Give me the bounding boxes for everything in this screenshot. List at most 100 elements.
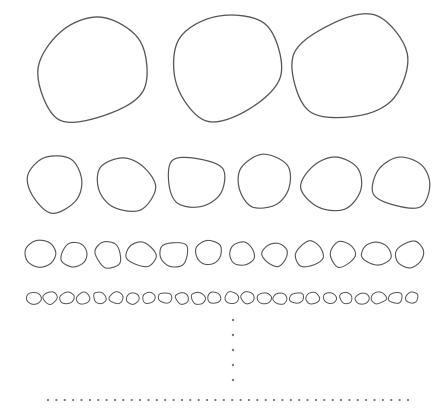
blob-shape	[306, 292, 320, 304]
ellipsis-dot	[214, 399, 216, 401]
ellipsis-dot	[248, 399, 250, 401]
blob-shape	[94, 292, 107, 303]
blob-shape	[355, 293, 369, 304]
ellipsis-dot	[256, 399, 258, 401]
ellipsis-dot	[156, 399, 158, 401]
ellipsis-dot	[281, 399, 283, 401]
ellipsis-dot	[407, 399, 409, 401]
ellipsis-dot	[122, 399, 124, 401]
blob-shape	[241, 292, 254, 304]
ellipsis-dot	[315, 399, 317, 401]
ellipsis-dot	[231, 399, 233, 401]
blob-shape	[191, 292, 205, 304]
ellipsis-dot	[232, 349, 234, 351]
blob-shape	[160, 243, 188, 267]
blob-shape	[43, 292, 57, 305]
vertical-ellipsis	[232, 319, 234, 381]
blob-shape	[323, 293, 336, 304]
ellipsis-dot	[265, 399, 267, 401]
blob-shape	[26, 292, 41, 304]
blob-shape	[174, 15, 282, 122]
blob-shape	[60, 292, 75, 304]
blob-shape	[230, 242, 255, 265]
blob-shape	[109, 292, 123, 304]
blob-shape	[295, 241, 323, 267]
ellipsis-dot	[164, 399, 166, 401]
ellipsis-dot	[273, 399, 275, 401]
ellipsis-dot	[131, 399, 133, 401]
ellipsis-dot	[382, 399, 384, 401]
ellipsis-dot	[323, 399, 325, 401]
ellipsis-dot	[232, 319, 234, 321]
shape-row-4	[26, 292, 417, 305]
ellipsis-dot	[340, 399, 342, 401]
blob-shape	[126, 242, 156, 267]
ellipsis-dot	[298, 399, 300, 401]
ellipsis-dot	[357, 399, 359, 401]
ellipsis-dot	[47, 399, 49, 401]
ellipsis-dot	[306, 399, 308, 401]
horizontal-ellipsis	[47, 399, 409, 401]
blob-shape	[292, 14, 408, 118]
ellipsis-dot	[173, 399, 175, 401]
ellipsis-dot	[106, 399, 108, 401]
blob-shape	[25, 240, 56, 267]
blob-shape	[143, 292, 155, 303]
blob-shape	[38, 17, 147, 122]
ellipsis-dot	[332, 399, 334, 401]
ellipsis-dot	[72, 399, 74, 401]
blob-shape	[273, 293, 287, 304]
ellipsis-dot	[139, 399, 141, 401]
ellipsis-dot	[80, 399, 82, 401]
ellipsis-dot	[114, 399, 116, 401]
blob-shape	[395, 241, 423, 268]
ellipsis-dot	[390, 399, 392, 401]
blob-shape	[361, 242, 391, 265]
ellipsis-dot	[97, 399, 99, 401]
ellipsis-dot	[365, 399, 367, 401]
ellipsis-dot	[373, 399, 375, 401]
blob-shape	[97, 158, 155, 211]
blob-shape	[330, 241, 355, 267]
shape-row-2	[27, 154, 430, 213]
blob-shape	[196, 240, 222, 264]
ellipsis-dot	[232, 334, 234, 336]
blob-shape	[262, 243, 288, 267]
ellipsis-dot	[198, 399, 200, 401]
blob-shape	[289, 293, 303, 303]
ellipsis-dot	[55, 399, 57, 401]
blob-shape	[95, 242, 121, 269]
ellipsis-dot	[232, 379, 234, 381]
blob-shape	[76, 292, 90, 304]
blob-shape	[158, 293, 171, 303]
blob-shape	[301, 157, 362, 211]
ellipsis-dot	[64, 399, 66, 401]
ellipsis-dot	[399, 399, 401, 401]
blob-shape	[372, 157, 430, 208]
blob-shape	[257, 293, 271, 304]
ellipsis-dot	[206, 399, 208, 401]
blob-shape	[61, 242, 87, 267]
shape-row-3	[25, 240, 424, 268]
ellipsis-dot	[240, 399, 242, 401]
ellipsis-dot	[147, 399, 149, 401]
blob-shape	[371, 292, 386, 304]
blob-shape	[340, 292, 352, 303]
ellipsis-dot	[181, 399, 183, 401]
blob-shape	[126, 293, 139, 304]
ellipsis-dot	[348, 399, 350, 401]
blob-shape	[388, 293, 402, 304]
blob-shape	[208, 292, 221, 303]
ellipsis-dot	[189, 399, 191, 401]
blob-shape	[168, 157, 224, 207]
shape-row-1	[38, 14, 408, 123]
ellipsis-dot	[232, 364, 234, 366]
blob-shape	[27, 156, 82, 213]
ellipsis-dot	[223, 399, 225, 401]
ellipsis-dot	[89, 399, 91, 401]
blob-shape	[225, 292, 239, 304]
blob-shape	[175, 293, 188, 305]
blob-shape	[238, 154, 290, 208]
blob-shape	[405, 292, 417, 303]
